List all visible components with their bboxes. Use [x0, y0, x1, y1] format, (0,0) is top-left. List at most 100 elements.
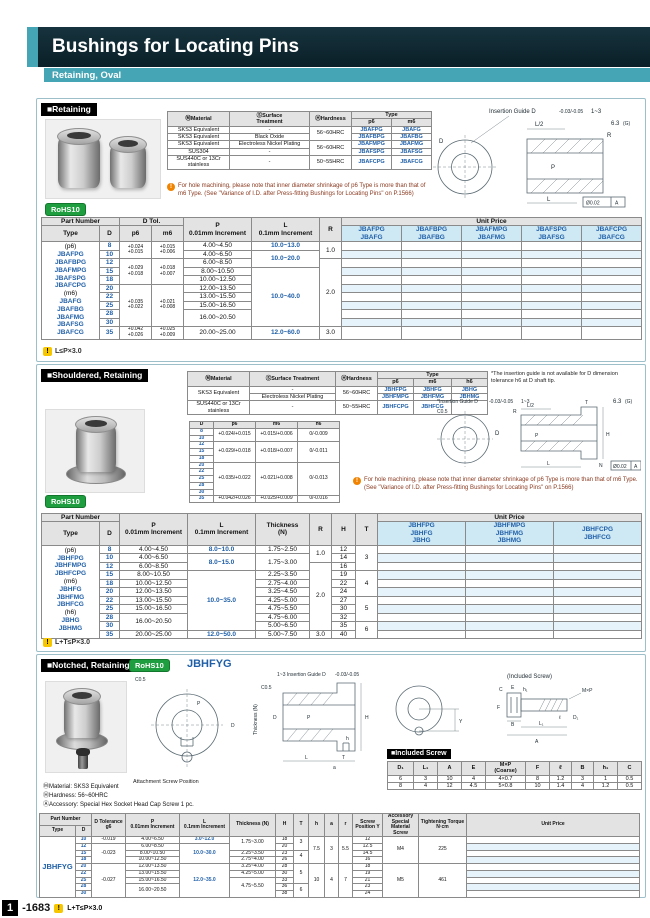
table-cell: [401, 317, 462, 328]
table-cell: JBAFPG: [351, 125, 392, 134]
table-cell: [401, 258, 462, 268]
table-cell: 28: [75, 883, 92, 891]
table-cell: [553, 621, 642, 631]
retaining-dimension-drawing: Insertion Guide D -0.03/-0.05 1~3 6.3 (G…: [433, 109, 631, 208]
table-cell: [521, 292, 582, 302]
table-header-cell: ⒽHardness: [335, 371, 378, 387]
bushing-photo: [75, 416, 117, 472]
table-cell: [581, 292, 642, 302]
table-header-cell: L 0.1mm Increment: [179, 813, 230, 837]
table-cell: 5×0.8: [485, 781, 526, 791]
table-cell: 20: [75, 863, 92, 871]
table-cell: +0.015 +0.006: [151, 241, 184, 260]
table-cell: 3.0: [309, 629, 332, 640]
table-cell: JBAFG: [391, 125, 432, 134]
table-cell: [521, 249, 582, 260]
table-cell: [466, 836, 640, 844]
runout-datum-box: [610, 460, 641, 471]
table-header-cell: Unit Price: [466, 813, 640, 837]
dim-bore: P: [197, 701, 201, 707]
table-cell: 0/-0.013: [297, 461, 340, 497]
table-cell: 10.00~12.50: [183, 275, 252, 285]
runout-value: Ø0.02: [613, 464, 627, 470]
table-cell: 12: [99, 258, 120, 268]
table-cell: 3: [571, 774, 594, 783]
table-header-cell: A: [437, 761, 462, 776]
section-view: [282, 682, 362, 762]
dim-insertion-tolerance: -0.03/-0.05: [489, 399, 513, 405]
table-cell: 12: [75, 842, 92, 851]
table-cell: 1.2: [593, 781, 618, 791]
table-header-cell: m6: [151, 225, 184, 243]
table-cell: +0.015/+0.006: [255, 427, 298, 443]
table-header-cell: JBHFCPG JBHFCG: [553, 521, 642, 546]
table-header-cell: m6: [413, 378, 452, 387]
table-cell: 26: [275, 856, 294, 864]
dim-insertion-tolerance: -0.03/-0.05: [335, 672, 359, 678]
table-header-cell: JBAFPG JBAFG: [341, 225, 402, 243]
table-cell: 0/-0.009: [297, 427, 340, 443]
table-header-cell: p6: [377, 378, 414, 387]
dim-insertion-guide: *Insertion Guide D: [437, 399, 478, 405]
table-header-cell: JBAFBPG JBAFBG: [401, 225, 462, 243]
table-header-cell: Type: [351, 110, 432, 120]
table-header-cell: L 0.1mm Increment: [187, 513, 256, 546]
table-cell: 16: [331, 561, 356, 572]
table-header-cell: p6: [351, 118, 392, 127]
table-cell: 0.5: [617, 774, 642, 783]
dim-bore: P: [535, 433, 539, 439]
runout-value: Ø0.02: [586, 201, 600, 207]
table-header-cell: H: [275, 813, 294, 837]
table-cell: [581, 326, 642, 340]
table-cell: 3.0~12.0: [179, 836, 230, 844]
table-cell: [465, 612, 554, 623]
dim-outer-diameter: D: [495, 431, 500, 437]
table-cell: 10: [99, 553, 120, 563]
front-view: [437, 411, 493, 467]
table-cell: 10: [75, 836, 92, 844]
table-header-cell: h6: [297, 421, 340, 429]
table-cell: 13.00~15.50: [183, 292, 252, 302]
table-cell: 8.0~15.0: [187, 553, 256, 572]
table-cell: [553, 553, 642, 563]
table-cell: 4.5: [461, 781, 486, 791]
table-header-cell: p6: [119, 225, 152, 243]
table-cell: 0/-0.011: [297, 441, 340, 463]
dim-bore: P: [307, 715, 311, 721]
table-header-cell: C: [617, 761, 642, 776]
dim-notch-height: h: [346, 736, 349, 742]
table-cell: 2.75~4.00: [229, 856, 276, 864]
table-cell: -: [229, 125, 310, 134]
table-cell: [377, 587, 466, 597]
table-cell: 4: [293, 849, 309, 864]
model-name-jbhfyg: JBHFYG: [187, 658, 232, 670]
table-cell: 10: [99, 249, 120, 260]
table-cell: SUS440C or 13Cr stainless: [167, 154, 230, 170]
table-cell: [466, 876, 640, 885]
table-cell: [465, 629, 554, 640]
table-cell: [553, 629, 642, 640]
table-cell: 12: [331, 544, 356, 555]
dim-f: F: [497, 705, 500, 711]
table-header-cell: T: [293, 813, 309, 837]
front-view: [433, 115, 510, 199]
table-cell: 10.0~30.0: [179, 842, 230, 865]
table-cell: 22: [99, 595, 120, 606]
dim-l1: L₁: [539, 721, 544, 727]
table-cell: 19: [331, 570, 356, 580]
constraint-text: L+T≤P×3.0: [55, 639, 90, 646]
table-cell: [465, 570, 554, 580]
table-cell: JBAFBG: [391, 132, 432, 142]
table-cell: 24: [352, 890, 383, 898]
table-cell: JBHMG: [451, 392, 488, 402]
table-header-cell: r: [338, 813, 353, 837]
table-cell: 56~60HRC: [309, 125, 352, 142]
roughness-value: 6.3: [613, 399, 622, 405]
table-cell: 2.75~4.00: [255, 578, 310, 589]
table-cell: JBHFCG: [413, 400, 452, 415]
table-cell: 15.00~16.50: [183, 300, 252, 311]
table-cell: 3: [324, 836, 339, 864]
table-cell: [461, 249, 522, 260]
